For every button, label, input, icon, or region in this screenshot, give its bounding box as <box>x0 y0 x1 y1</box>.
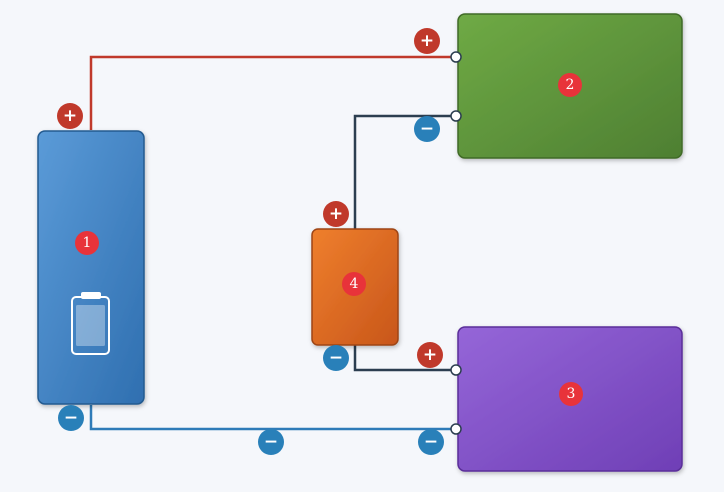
plus-badge-block-4-label: + <box>329 204 343 224</box>
terminal-block-2-negative[interactable] <box>450 110 462 122</box>
battery-block[interactable] <box>37 130 145 405</box>
number-badge-1-label: 1 <box>83 235 92 251</box>
battery-icon <box>71 292 110 355</box>
minus-badge-wire-middle: − <box>258 429 284 455</box>
plus-badge-block-3-label: + <box>423 345 437 365</box>
terminal-block-2-positive[interactable] <box>450 51 462 63</box>
terminal-block-3-negative[interactable] <box>450 423 462 435</box>
minus-badge-block-4: − <box>323 345 349 371</box>
number-badge-4: 4 <box>342 272 366 296</box>
minus-badge-battery-label: − <box>64 408 78 428</box>
minus-badge-block-3: − <box>418 429 444 455</box>
number-badge-2-label: 2 <box>566 77 575 93</box>
plus-badge-block-2-label: + <box>420 31 434 51</box>
wire-battery-negative-to-block-3 <box>89 405 455 431</box>
number-badge-2: 2 <box>558 73 582 97</box>
plus-badge-battery-label: + <box>63 106 77 126</box>
wire-block-4-positive-to-block-2 <box>353 114 455 229</box>
terminal-block-3-positive[interactable] <box>450 364 462 376</box>
number-badge-3: 3 <box>559 382 583 406</box>
minus-badge-wire-middle-label: − <box>264 432 278 452</box>
plus-badge-battery: + <box>57 103 83 129</box>
minus-badge-block-3-label: − <box>424 432 438 452</box>
wire-battery-positive-to-block-2 <box>89 55 455 130</box>
minus-badge-block-4-label: − <box>329 348 343 368</box>
number-badge-4-label: 4 <box>350 276 359 292</box>
number-badge-3-label: 3 <box>567 386 576 402</box>
plus-badge-block-3: + <box>417 342 443 368</box>
plus-badge-block-4: + <box>323 201 349 227</box>
number-badge-1: 1 <box>75 231 99 255</box>
minus-badge-block-2-label: − <box>420 119 434 139</box>
wire-block-4-negative-to-block-3 <box>353 345 455 372</box>
minus-badge-battery: − <box>58 405 84 431</box>
minus-badge-block-2: − <box>414 116 440 142</box>
plus-badge-block-2: + <box>414 28 440 54</box>
